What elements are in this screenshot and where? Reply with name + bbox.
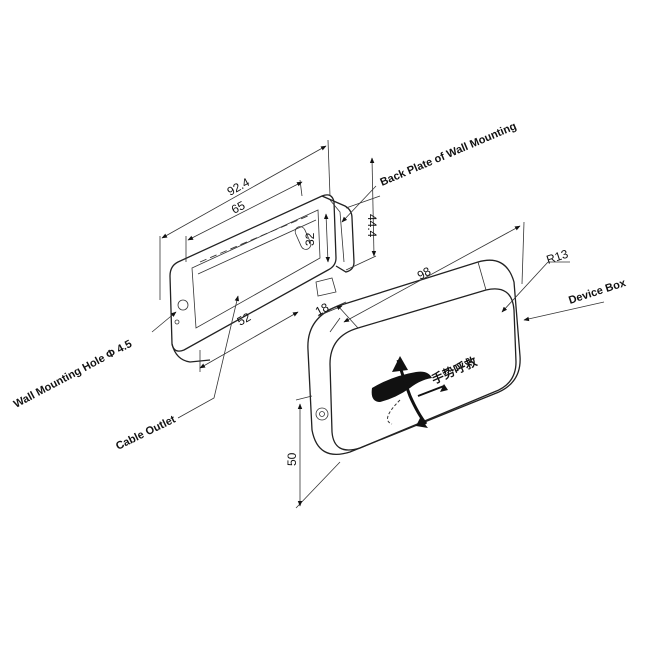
- device-box-label: Device Box: [567, 277, 628, 307]
- back-plate-label: Back Plate of Wall Mounting: [378, 120, 518, 188]
- dim-plate-inner-length: 65: [229, 198, 248, 217]
- hand-gesture-logo-icon: [371, 356, 448, 428]
- back-plate-drawing: [159, 139, 381, 372]
- dim-box-length: 98: [415, 264, 434, 283]
- dim-plate-height: 44.4: [365, 214, 379, 238]
- leader-lines: [151, 185, 605, 419]
- wall-mounting-hole-label: Wall Mounting Hole Φ 4.5: [12, 338, 134, 411]
- dim-box-depth: 18: [313, 300, 332, 319]
- box-side-hole: [315, 407, 329, 421]
- device-box-drawing: [295, 221, 570, 509]
- wall-mounting-hole: [177, 299, 189, 311]
- cable-outlet-label: Cable Outlet: [114, 413, 178, 452]
- dim-plate-slot: 32: [303, 232, 317, 246]
- dim-plate-width: 52: [235, 310, 254, 329]
- dim-box-height: 50: [285, 452, 299, 466]
- dim-box-radius: R13: [545, 247, 571, 267]
- logo-text: 手势呼救: [429, 354, 479, 387]
